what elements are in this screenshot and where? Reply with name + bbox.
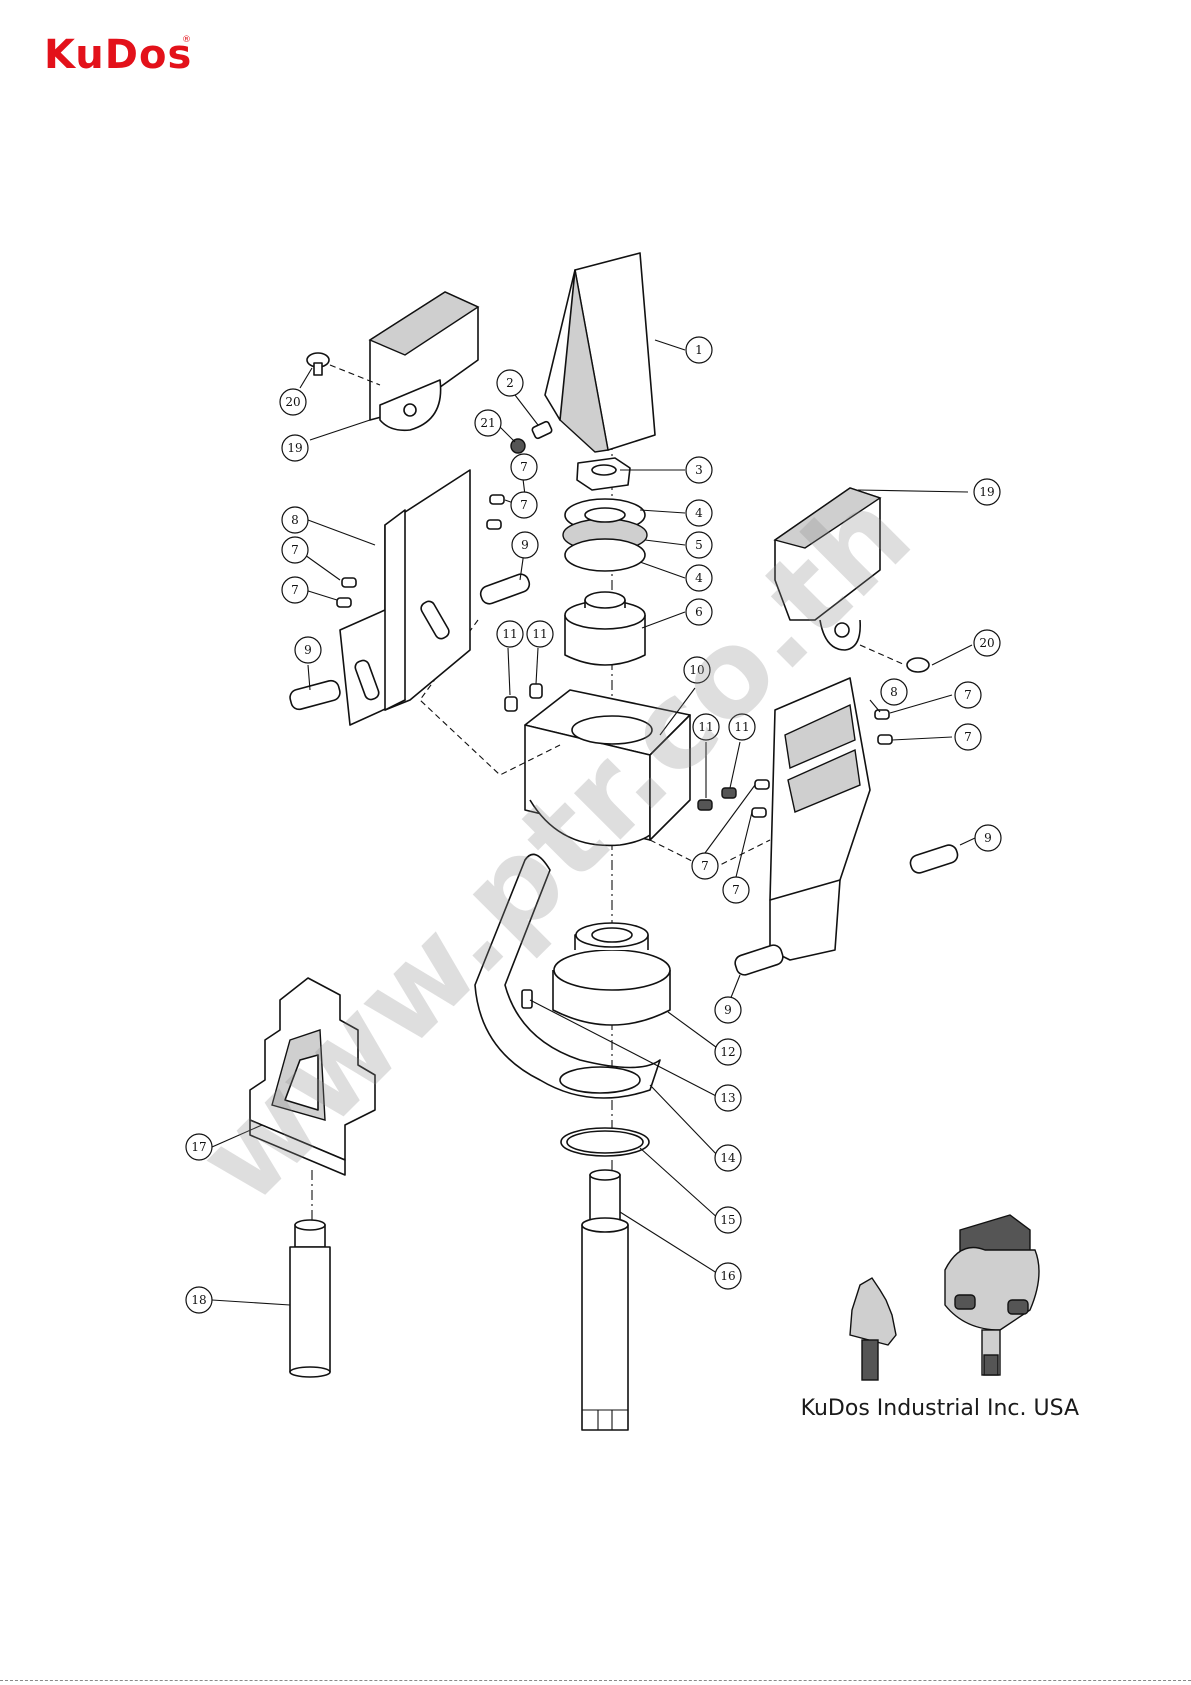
part-20-screw-right	[907, 658, 929, 672]
svg-text:9: 9	[724, 1003, 732, 1017]
callout-11b: 11	[527, 621, 553, 647]
screw-guide-right	[860, 645, 905, 665]
callout-7g: 7	[692, 853, 718, 879]
svg-text:7: 7	[701, 859, 709, 873]
svg-text:13: 13	[720, 1091, 735, 1105]
part-8-frame-right	[770, 678, 870, 960]
part-21-nut	[511, 439, 525, 453]
part-19-jaw-left	[370, 292, 478, 430]
callout-20b: 20	[974, 630, 1000, 656]
callout-19a: 19	[282, 435, 308, 461]
callout-20a: 20	[280, 389, 306, 415]
svg-text:3: 3	[695, 463, 703, 477]
svg-text:7: 7	[732, 883, 740, 897]
callout-7d: 7	[282, 577, 308, 603]
svg-text:7: 7	[291, 583, 299, 597]
svg-text:12: 12	[720, 1045, 735, 1059]
svg-text:21: 21	[480, 416, 495, 430]
callout-9a: 9	[295, 637, 321, 663]
svg-text:7: 7	[964, 730, 972, 744]
callout-8b: 8	[881, 679, 907, 705]
svg-text:15: 15	[720, 1213, 735, 1227]
callout-3: 3	[686, 457, 712, 483]
svg-text:19: 19	[979, 485, 994, 499]
svg-text:11: 11	[502, 627, 517, 641]
part-3-hex-nut	[577, 458, 630, 490]
part-18-pin	[290, 1220, 330, 1377]
part-1-jaw-pad	[545, 253, 655, 452]
svg-text:4: 4	[695, 571, 703, 585]
callout-7h: 7	[723, 877, 749, 903]
svg-text:9: 9	[304, 643, 312, 657]
callout-21: 21	[475, 410, 501, 436]
callout-11a: 11	[497, 621, 523, 647]
part-12-collar	[553, 923, 670, 1025]
part-4-5-bearing	[563, 499, 647, 571]
callout-18: 18	[186, 1287, 212, 1313]
svg-text:19: 19	[287, 441, 302, 455]
product-photo	[850, 1215, 1039, 1380]
part-6-bushing	[565, 592, 645, 665]
callout-7b: 7	[511, 492, 537, 518]
svg-text:8: 8	[890, 685, 898, 699]
part-15-snap-ring	[561, 1128, 649, 1156]
callout-2: 2	[497, 370, 523, 396]
callout-5: 5	[686, 532, 712, 558]
svg-text:9: 9	[984, 831, 992, 845]
part-8-frame-left	[340, 470, 470, 725]
callout-19b: 19	[974, 479, 1000, 505]
callout-1: 1	[686, 337, 712, 363]
svg-text:7: 7	[520, 498, 528, 512]
svg-text:1: 1	[695, 343, 703, 357]
svg-text:16: 16	[720, 1269, 735, 1283]
svg-text:4: 4	[695, 506, 703, 520]
svg-text:20: 20	[979, 636, 994, 650]
svg-text:7: 7	[964, 688, 972, 702]
part-13-grease-fitting	[522, 990, 532, 1008]
callout-14: 14	[715, 1145, 741, 1171]
callout-12: 12	[715, 1039, 741, 1065]
callout-9d: 9	[715, 997, 741, 1023]
svg-text:8: 8	[291, 513, 299, 527]
svg-text:2: 2	[506, 376, 514, 390]
svg-text:7: 7	[291, 543, 299, 557]
callout-16: 16	[715, 1263, 741, 1289]
callout-9c: 9	[975, 825, 1001, 851]
product-photo-stepped-jaw	[850, 1278, 896, 1380]
callout-4b: 4	[686, 565, 712, 591]
callout-9b: 9	[512, 532, 538, 558]
callout-13: 13	[715, 1085, 741, 1111]
footer-company: KuDos Industrial Inc. USA	[801, 1396, 1079, 1421]
part-16-shaft	[582, 1170, 628, 1430]
product-photo-vise	[945, 1215, 1039, 1375]
svg-text:5: 5	[695, 538, 703, 552]
callout-7c: 7	[282, 537, 308, 563]
callout-8a: 8	[282, 507, 308, 533]
svg-text:20: 20	[285, 395, 300, 409]
svg-text:9: 9	[521, 538, 529, 552]
svg-text:18: 18	[191, 1293, 206, 1307]
part-2-screw	[531, 421, 552, 439]
callout-15: 15	[715, 1207, 741, 1233]
callout-7a: 7	[511, 454, 537, 480]
svg-text:11: 11	[532, 627, 547, 641]
callout-4a: 4	[686, 500, 712, 526]
svg-text:14: 14	[720, 1151, 736, 1165]
page-bottom-divider	[0, 1680, 1191, 1681]
callout-7e: 7	[955, 682, 981, 708]
svg-text:7: 7	[520, 460, 528, 474]
callout-7f: 7	[955, 724, 981, 750]
